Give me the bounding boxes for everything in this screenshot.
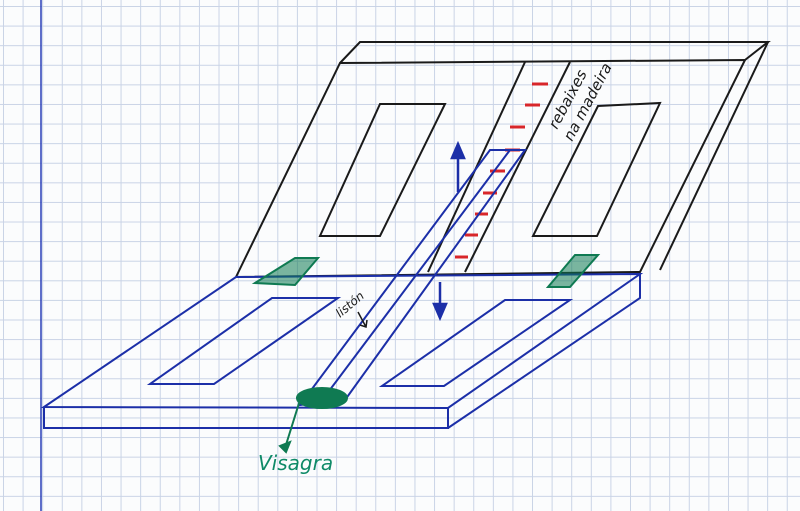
upper-right-window xyxy=(531,101,662,237)
slat-pointer xyxy=(357,311,368,328)
motion-arrows xyxy=(432,140,466,322)
upper-left-window xyxy=(318,103,447,237)
bottom-hinge xyxy=(296,387,348,409)
slat-label: listón xyxy=(333,289,367,321)
grooves xyxy=(455,82,548,259)
lower-left-window xyxy=(146,297,342,385)
slat xyxy=(297,149,527,407)
hinges xyxy=(251,254,601,454)
hinge-label: Visagra xyxy=(258,451,333,475)
lower-right-window xyxy=(378,299,574,387)
